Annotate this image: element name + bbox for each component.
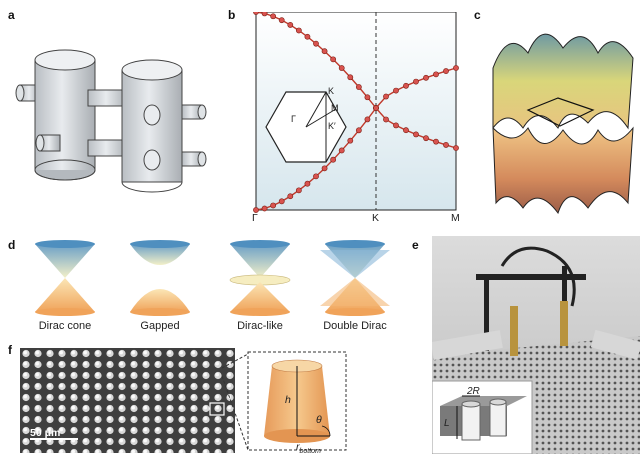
band-marker (413, 131, 419, 138)
band-marker (287, 22, 294, 28)
inset-radius-label: 2R (467, 386, 480, 397)
band-marker (383, 116, 389, 123)
band-marker (338, 147, 345, 154)
band-marker (295, 27, 302, 34)
cone-label-gapped: Gapped (140, 320, 180, 332)
x-tick-m: M (451, 212, 460, 224)
brillouin-zone-inset (265, 91, 347, 163)
band-marker (403, 82, 409, 89)
radius-bottom-label: rbottom (296, 441, 321, 455)
band-marker (278, 17, 285, 24)
panel-label-f: f (8, 343, 12, 357)
band-marker (355, 84, 362, 90)
cone-label-dirac-like: Dirac-like (237, 320, 283, 332)
band-marker (433, 138, 439, 145)
band-marker (383, 93, 389, 100)
cone-label-dirac: Dirac cone (38, 320, 92, 332)
band-marker (313, 173, 319, 180)
bz-gamma-label: Γ (291, 114, 296, 124)
experimental-setup-photo (432, 236, 640, 454)
dirac-like-cone-shape (229, 240, 291, 316)
band-marker (413, 78, 419, 85)
band-marker (347, 137, 354, 144)
x-tick-k: K (372, 212, 380, 224)
cone-dispersion-types (35, 240, 390, 316)
band-marker (330, 56, 337, 63)
radius-bottom-sub: bottom (299, 448, 321, 456)
angle-label: θ (316, 414, 322, 426)
band-marker (313, 40, 319, 47)
gapped-cone-shape (130, 240, 190, 316)
band-marker (304, 33, 311, 40)
band-marker (393, 87, 399, 94)
panel-label-a: a (8, 8, 15, 22)
dirac-cone-shape (35, 240, 95, 316)
inset-length-label: L (444, 418, 450, 429)
band-marker (347, 74, 354, 81)
scale-bar-label: 50 μm (30, 427, 61, 439)
lower-band-surface (492, 126, 634, 215)
right-cylinder (121, 59, 207, 193)
band-marker (403, 127, 409, 134)
x-tick-gamma: Γ (252, 212, 258, 224)
band-curves (253, 12, 459, 213)
band-surface-3d (492, 33, 634, 215)
band-marker (321, 48, 328, 55)
panel-label-d: d (8, 238, 16, 252)
height-label: h (285, 394, 291, 406)
band-marker (423, 135, 429, 142)
band-marker (338, 65, 345, 71)
upper-band-surface (492, 33, 634, 130)
double-dirac-cone-shape (320, 240, 390, 316)
band-marker (453, 65, 459, 71)
band-marker (453, 145, 459, 151)
band-marker (261, 205, 268, 212)
band-marker (304, 180, 311, 187)
band-marker (364, 94, 371, 101)
panel-label-b: b (228, 8, 236, 22)
band-marker (364, 116, 371, 123)
band-marker (355, 127, 362, 134)
band-marker (443, 142, 449, 148)
band-marker (393, 122, 399, 129)
left-cylinder (15, 49, 129, 181)
band-marker (253, 207, 259, 213)
band-marker (253, 12, 259, 15)
pillar-zoom-inset (222, 351, 347, 451)
micrograph-array (20, 348, 235, 453)
band-marker (270, 202, 277, 209)
bz-m-label: M (331, 103, 339, 113)
cone-label-double-dirac: Double Dirac (323, 320, 387, 332)
band-marker (433, 71, 439, 78)
band-marker (278, 198, 285, 205)
band-marker (330, 156, 337, 163)
band-marker (373, 105, 379, 111)
bz-kprime-label: K′ (328, 121, 336, 131)
band-structure-plot (253, 12, 459, 213)
band-marker (287, 193, 294, 200)
band-marker (321, 165, 328, 172)
panel-label-e: e (412, 238, 419, 252)
band-marker (423, 74, 429, 81)
bz-k-label: K (328, 86, 335, 96)
band-marker (270, 13, 277, 20)
radius-bottom-r: r (296, 441, 300, 453)
band-marker (295, 187, 302, 194)
band-marker (261, 12, 268, 17)
coupled-resonators-diagram (15, 49, 207, 193)
band-marker (443, 68, 449, 74)
panel-label-c: c (474, 8, 481, 22)
